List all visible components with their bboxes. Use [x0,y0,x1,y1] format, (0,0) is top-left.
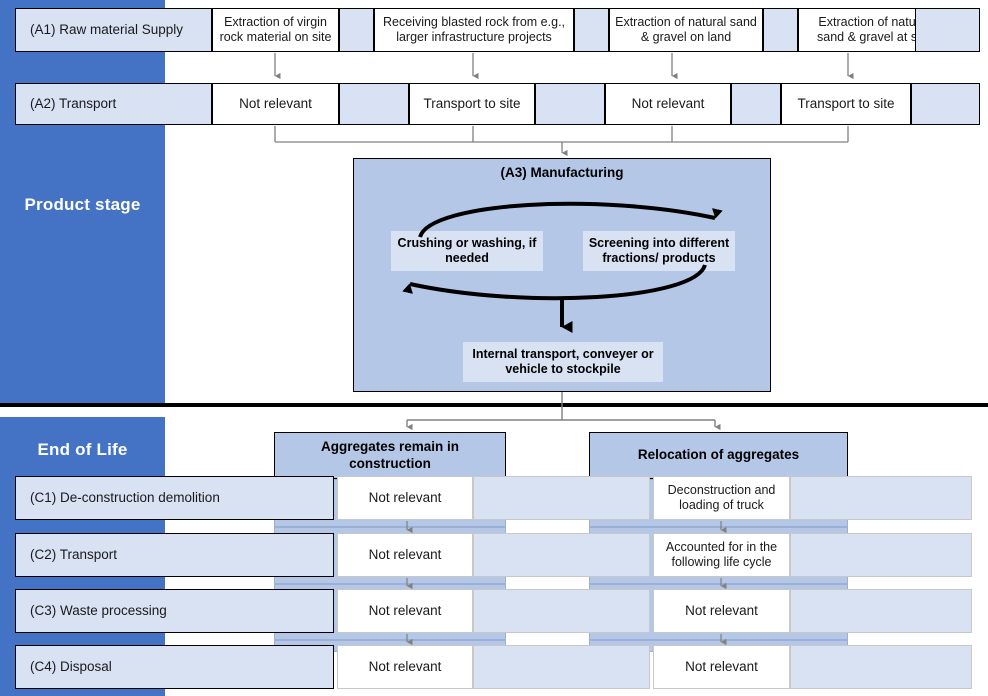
row-a2-cell-4: Transport to site [781,83,911,125]
row-a1-spacer-4 [915,8,980,52]
row-c3-spacer-1 [473,589,650,633]
manufacturing-title: (A3) Manufacturing [500,164,624,180]
row-c3-relocation-cell: Not relevant [653,589,790,633]
branch-relocation-header: Relocation of aggregates [589,432,848,479]
row-c2-remain-cell: Not relevant [337,533,473,577]
row-c1-spacer-1 [473,476,650,520]
manufacturing-crushing-box: Crushing or washing, if needed [391,231,543,271]
row-c4-remain-cell: Not relevant [337,645,473,689]
row-c2-relocation-cell: Accounted for in the following life cycl… [653,533,790,577]
row-a2-spacer-3 [731,83,781,125]
manufacturing-screening-box: Screening into different fractions/ prod… [583,231,735,271]
row-c2-spacer-1 [473,533,650,577]
row-a1-cell-1: Extraction of virgin rock material on si… [212,8,339,52]
row-c1-remain-cell: Not relevant [337,476,473,520]
row-c3-remain-cell: Not relevant [337,589,473,633]
a3-to-eol-connector [406,392,721,431]
row-a1-cell-3: Extraction of natural sand & gravel on l… [609,8,763,52]
row-a1-cell-2: Receiving blasted rock from e.g., larger… [374,8,574,52]
row-c3-label: (C3) Waste processing [15,589,334,633]
row-a2-cell-1: Not relevant [212,83,339,125]
row-c4-label: (C4) Disposal [15,645,334,689]
end-of-life-label: End of Life [37,439,128,459]
row-a1-spacer-1 [339,8,374,52]
branch-remain-header: Aggregates remain in construction [274,432,506,479]
row-c2-spacer-2 [790,533,972,577]
row-c4-spacer-2 [790,645,972,689]
row-a2-cell-2: Transport to site [409,83,535,125]
row-c3-spacer-2 [790,589,972,633]
row-c4-relocation-cell: Not relevant [653,645,790,689]
row-c2-label: (C2) Transport [15,533,334,577]
row-c1-relocation-cell: Deconstruction and loading of truck [653,476,790,520]
stage-divider [0,403,988,407]
row-c1-label: (C1) De-construction demolition [15,476,334,520]
manufacturing-internal-transport-box: Internal transport, conveyer or vehicle … [463,342,663,382]
product-stage-band [0,0,165,403]
row-a2-spacer-2 [535,83,605,125]
row-a1-spacer-3 [763,8,798,52]
a2-to-a3-bracket [274,126,849,157]
a1-to-a2-arrows [274,53,854,80]
product-stage-label: Product stage [24,194,141,214]
row-a2-label: (A2) Transport [15,83,212,125]
row-a2-cell-3: Not relevant [605,83,731,125]
row-a2-spacer-1 [339,83,409,125]
row-c1-spacer-2 [790,476,972,520]
row-a1-label: (A1) Raw material Supply [15,8,212,52]
row-a1-spacer-2 [574,8,609,52]
row-c4-spacer-1 [473,645,650,689]
row-a2-spacer-4 [911,83,980,125]
